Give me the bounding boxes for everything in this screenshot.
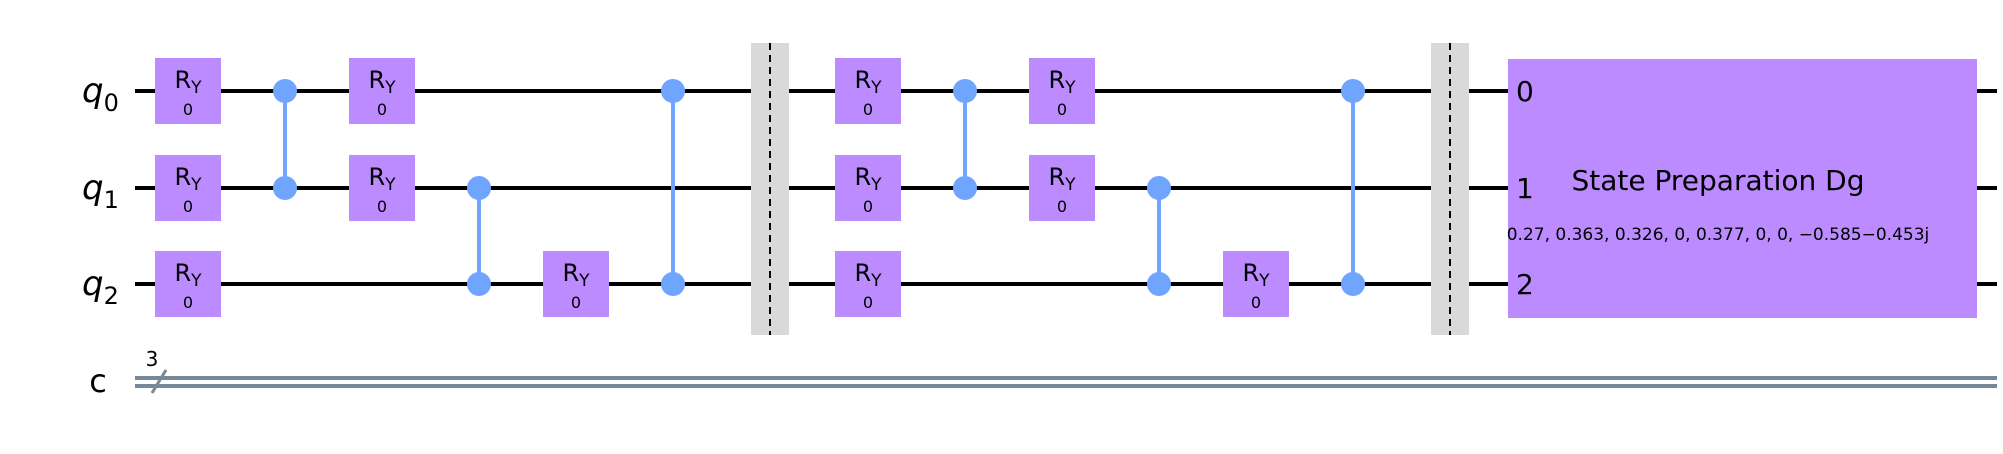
state-preparation-port-2: 2 [1516, 268, 1534, 301]
ry-gate-box [1223, 251, 1289, 317]
ry-gate-param: 0 [183, 100, 193, 119]
ry-gate-box [155, 251, 221, 317]
cz-gate-q0-q2-a [661, 79, 685, 296]
ry-gate-param: 0 [863, 100, 873, 119]
ry-gate-box [835, 155, 901, 221]
ry-gate-param: 0 [377, 197, 387, 216]
ry-gate-param: 0 [1057, 100, 1067, 119]
ry-gate-box [349, 155, 415, 221]
ry-gate-label: RY [368, 66, 396, 98]
classical-wire [135, 376, 1997, 388]
control-dot [1147, 272, 1171, 296]
register-labels: q0 q1 q2 c [82, 71, 119, 400]
control-dot [467, 176, 491, 200]
ry-gate: RY 0 [155, 251, 221, 317]
ry-gate-box [155, 58, 221, 124]
ry-gate-box [543, 251, 609, 317]
ry-gate-box [1029, 155, 1095, 221]
ry-gate-label: RY [368, 163, 396, 195]
ry-gate-param: 0 [863, 197, 873, 216]
cz-gate-q0-q1-b [953, 79, 977, 200]
qubit-label-q1: q1 [82, 168, 119, 214]
ry-gate-label: RY [854, 163, 882, 195]
ry-gate: RY 0 [1029, 58, 1095, 124]
ry-gate-box [835, 58, 901, 124]
barrier-1 [751, 43, 789, 335]
ry-gate-param: 0 [863, 293, 873, 312]
qubit-label-q2: q2 [82, 264, 119, 310]
control-dot [1341, 79, 1365, 103]
ry-gate-box [835, 251, 901, 317]
ry-gate-param: 0 [571, 293, 581, 312]
ry-gate: RY 0 [835, 58, 901, 124]
ry-gate-label: RY [1048, 163, 1076, 195]
ry-gate-label: RY [854, 259, 882, 291]
ry-gate: RY 0 [835, 155, 901, 221]
ry-gate-label: RY [174, 66, 202, 98]
ry-gate-param: 0 [183, 197, 193, 216]
ry-gate-label: RY [1048, 66, 1076, 98]
classical-label-c: c [89, 362, 107, 400]
ry-gate: RY 0 [1223, 251, 1289, 317]
qubit-label-q0: q0 [82, 71, 119, 117]
ry-gate-param: 0 [1057, 197, 1067, 216]
ry-gate-label: RY [854, 66, 882, 98]
cz-gate-q0-q2-b [1341, 79, 1365, 296]
control-dot [1147, 176, 1171, 200]
ry-gate: RY 0 [349, 155, 415, 221]
cz-gate-q0-q1-a [273, 79, 297, 200]
ry-gate: RY 0 [155, 155, 221, 221]
ry-gate: RY 0 [1029, 155, 1095, 221]
ry-gate-param: 0 [377, 100, 387, 119]
ry-gate: RY 0 [543, 251, 609, 317]
control-dot [273, 79, 297, 103]
control-dot [953, 176, 977, 200]
classical-bus-slash [150, 369, 168, 394]
ry-gate: RY 0 [835, 251, 901, 317]
state-preparation-title: State Preparation Dg [1571, 164, 1864, 197]
state-preparation-box [1508, 59, 1977, 318]
ry-gate-box [349, 58, 415, 124]
control-dot [953, 79, 977, 103]
ry-gate-label: RY [562, 259, 590, 291]
barrier-2 [1431, 43, 1469, 335]
ry-gate-box [1029, 58, 1095, 124]
barriers [751, 43, 1469, 335]
control-dot [661, 272, 685, 296]
state-preparation-port-0: 0 [1516, 75, 1534, 108]
cz-gate-q1-q2-a [467, 176, 491, 296]
control-dot [467, 272, 491, 296]
ry-gate: RY 0 [155, 58, 221, 124]
state-preparation-gate: 0 1 2 State Preparation Dg 0.27, 0.363, … [1507, 59, 1977, 318]
cz-gates [273, 79, 1365, 296]
control-dot [661, 79, 685, 103]
ry-gate-box [155, 155, 221, 221]
state-preparation-port-1: 1 [1516, 172, 1534, 205]
ry-gate-label: RY [1242, 259, 1270, 291]
ry-gate-label: RY [174, 259, 202, 291]
ry-gate-param: 0 [1251, 293, 1261, 312]
classical-register-size: 3 [146, 347, 159, 371]
control-dot [273, 176, 297, 200]
control-dot [1341, 272, 1365, 296]
cz-gate-q1-q2-b [1147, 176, 1171, 296]
state-preparation-params: 0.27, 0.363, 0.326, 0, 0.377, 0, 0, −0.5… [1507, 225, 1930, 245]
ry-gate-label: RY [174, 163, 202, 195]
ry-gate-param: 0 [183, 293, 193, 312]
ry-gate: RY 0 [349, 58, 415, 124]
